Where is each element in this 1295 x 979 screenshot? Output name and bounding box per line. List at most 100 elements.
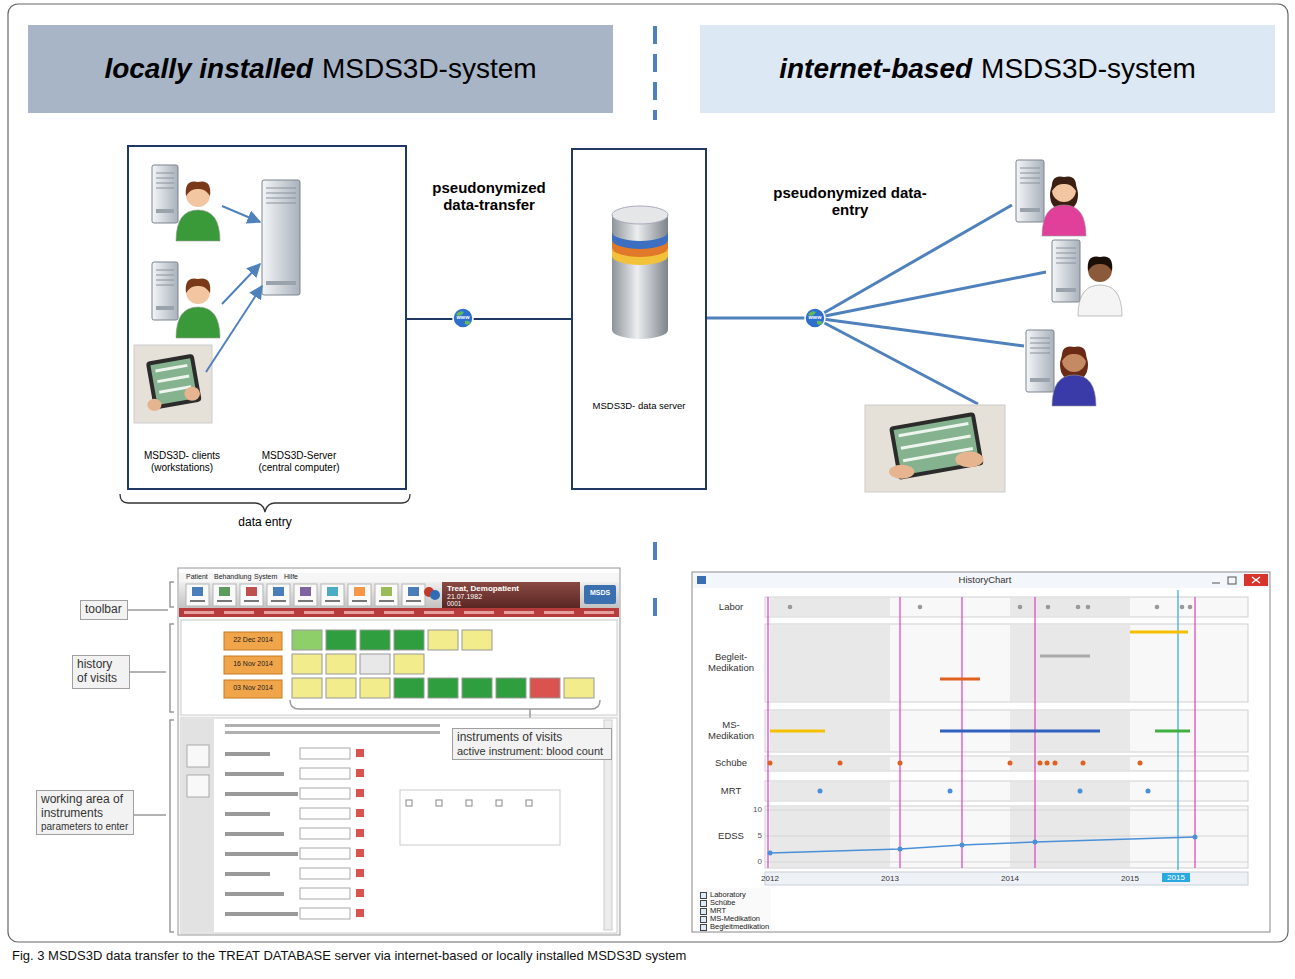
callout-box: working area of instrumentsparameters to… [36,790,134,835]
legend-text: Schübe [710,898,735,907]
axis-tick: 2015 [1118,874,1142,883]
visit-date: 03 Nov 2014 [226,684,280,692]
toolbar-icon [408,587,419,596]
input-field [300,808,350,819]
toolbar-icon [381,587,392,596]
tower-slot [156,183,174,184]
screenshot [178,568,620,935]
body [1052,375,1096,406]
tower-slot [1020,173,1040,174]
input-field [300,748,350,759]
field-name [225,812,270,816]
year-shade [770,782,890,800]
menu-item: Patient [186,573,216,581]
globe [453,308,473,328]
instrument-box [394,630,424,650]
side-button [187,745,209,767]
body [176,307,220,338]
toolbar-caption [379,600,394,602]
legend-panel [696,888,771,930]
status-mark [384,611,414,614]
toolbar-button [321,584,344,606]
axis-tick: 10 [745,805,762,814]
field-name [225,772,284,776]
input-field [300,828,350,839]
network-line [815,205,1012,318]
patient-info: 21.07.1982 [447,593,567,601]
callout-bracket [128,624,174,712]
visit-date: 16 Nov 2014 [226,660,280,668]
status-strip [179,608,619,617]
callout-text: active instrument: blood count [457,745,607,758]
patient-info: Treat, Demopatient [447,584,567,593]
server-tower [1016,160,1044,222]
toolbar-caption [244,600,259,602]
relapse-dot [768,761,773,766]
tower-slot [156,209,174,213]
tower-slot [156,275,174,276]
toolbar-button [375,584,398,606]
toolbar-strip [179,582,619,608]
figure-caption: Fig. 3 MSDS3D data transfer to the TREAT… [12,949,1282,964]
system-box: MSDS3D- data server [571,148,707,490]
working-area [181,718,617,933]
legend-item: Schübe [700,899,735,907]
tower-slot [156,285,174,286]
body [1042,205,1086,236]
network-label: pseudonymized data-entry [770,184,930,219]
toolbar-button [267,584,290,606]
relapse-dot [1038,761,1043,766]
checkbox [700,916,707,923]
user-figure [176,279,220,338]
status-mark [264,611,294,614]
medication-bar [1040,655,1090,658]
system-box: MSDS3D- clients (workstations)MSDS3D-Ser… [127,145,407,490]
body [1078,285,1122,316]
toolbar-icon [300,587,311,596]
delete-button [356,849,364,857]
tablet [889,412,984,480]
globe-icon [805,308,825,328]
year-shade [770,598,890,616]
legend-item: Laboratory [700,891,746,899]
delete-button [356,769,364,777]
axis-tick: 2014 [998,874,1022,883]
globe-label: www [453,314,473,320]
legend-text: MS-Medikation [710,914,760,923]
lab-dot [788,605,793,610]
callout-text: instruments of visits [457,731,607,745]
toolbar-icon [246,587,257,596]
tower-slot [1020,168,1040,169]
toolbar-button [402,584,425,606]
toolbar-icon [192,587,203,596]
instrument-box [360,654,390,674]
toolbar-caption [406,600,421,602]
patient-area [442,582,580,608]
medication-bar [940,730,1100,733]
lab-dot [1076,605,1081,610]
user-figure [176,182,220,241]
title-bar [179,569,619,573]
grid-line [765,836,1248,837]
toolbar-caption [325,600,340,602]
user-figure [1078,257,1122,316]
lab-dot [1180,605,1185,610]
photo-ground [865,405,1005,492]
user-figure [1052,347,1096,406]
toolbar-caption [352,600,367,602]
medication-bar [1155,730,1190,733]
axis-tick: 2013 [878,874,902,883]
relapse-dot [1053,761,1058,766]
chart-row [765,624,1248,702]
screenshot [692,572,1270,932]
axis-tick: 2012 [758,874,782,883]
info-text [225,731,440,734]
checkbox [406,800,412,806]
lab-dot [918,605,923,610]
toolbar-caption [217,600,232,602]
chart-row [765,597,1248,617]
year-shade [770,625,890,701]
checkbox [700,900,707,907]
header-text: internet-based [779,53,972,85]
tower-slot [266,193,296,194]
